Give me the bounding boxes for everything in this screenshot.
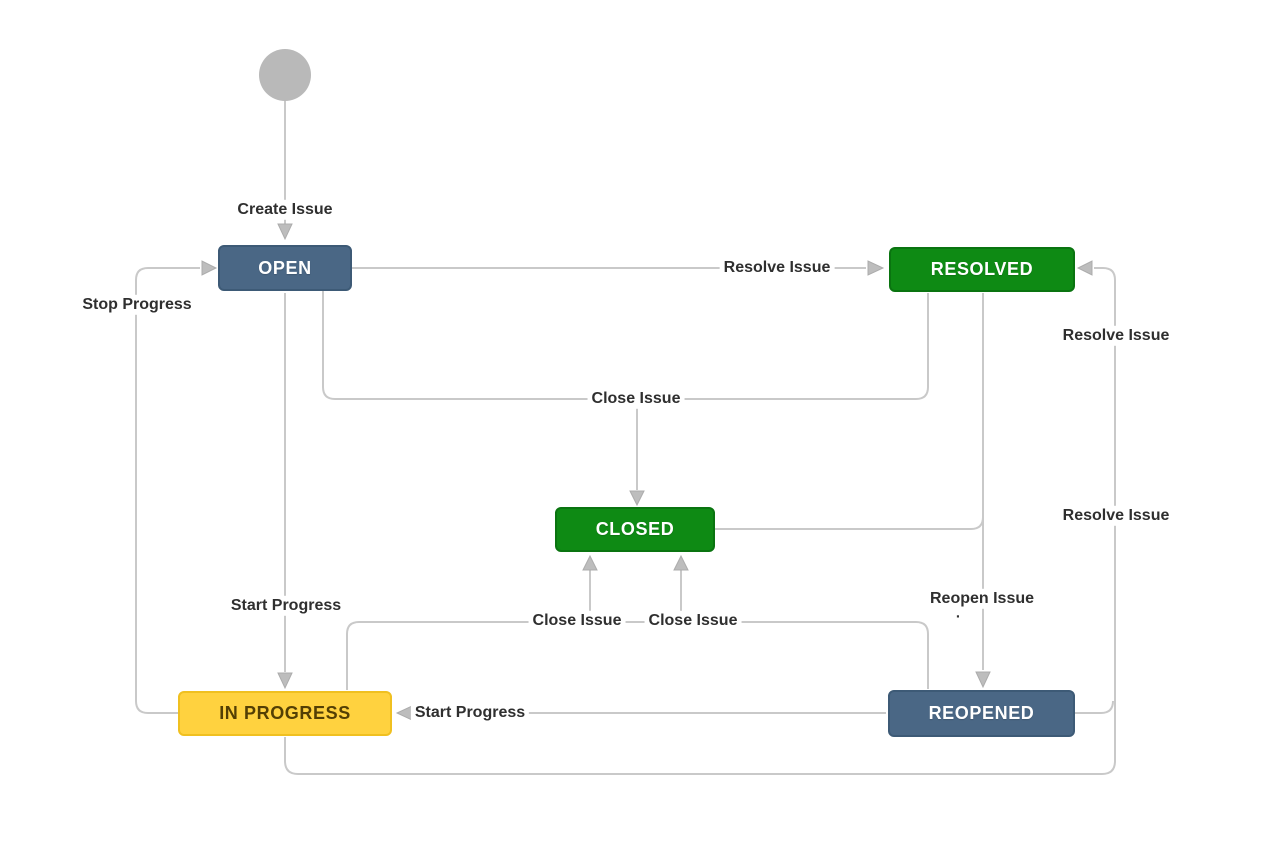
arrowhead-into-resolved-left xyxy=(867,260,885,276)
arrowhead-into-open-top xyxy=(277,223,293,241)
transition-label-start-progress-open: Start Progress xyxy=(226,595,346,617)
arrowhead-into-closed-bottom-right xyxy=(673,554,689,571)
transition-label-close-issue-shared: Close Issue xyxy=(587,388,685,410)
status-node-reopened-label: REOPENED xyxy=(928,703,1035,723)
edge-close-issue-rail-line xyxy=(346,621,929,690)
arrowhead-into-reopened-top xyxy=(975,671,991,689)
status-node-closed[interactable]: CLOSED xyxy=(555,507,715,552)
transition-label-reopen-issue: Reopen Issue xyxy=(925,588,1039,610)
status-node-in-progress[interactable]: IN PROGRESS xyxy=(178,691,392,736)
arrowhead-into-resolved-right xyxy=(1076,260,1093,276)
edge-close-issue-shared-line xyxy=(322,291,929,400)
status-node-reopened[interactable]: REOPENED xyxy=(888,690,1075,737)
arrowhead-into-inprogress-top xyxy=(277,672,293,690)
status-node-open[interactable]: OPEN xyxy=(218,245,352,291)
transition-label-close-issue-inprogress: Close Issue xyxy=(528,610,626,632)
transition-label-close-issue-reopened: Close Issue xyxy=(644,610,742,632)
arrowhead-into-open-left xyxy=(201,260,218,276)
status-node-resolved-label: RESOLVED xyxy=(930,259,1034,279)
arrowhead-into-inprogress-right xyxy=(395,705,413,721)
transition-label-stop-progress: Stop Progress xyxy=(78,294,196,316)
status-node-open-label: OPEN xyxy=(258,257,312,278)
status-node-in-progress-label: IN PROGRESS xyxy=(219,703,351,723)
start-node-circle[interactable] xyxy=(259,49,311,101)
transition-label-start-progress-reopened: Start Progress xyxy=(410,702,530,724)
transition-label-create-issue: Create Issue xyxy=(233,199,337,221)
arrowhead-into-closed-bottom-left xyxy=(582,554,598,571)
transition-label-resolve-issue-open: Resolve Issue xyxy=(719,257,835,279)
status-node-resolved[interactable]: RESOLVED xyxy=(889,247,1075,292)
edge-resolve-issue-reopened-connector xyxy=(1075,700,1114,714)
transition-label-resolve-issue-reopened: Resolve Issue xyxy=(1058,325,1174,347)
edge-reopen-issue-closed-connector xyxy=(715,516,984,530)
transition-label-resolve-issue-inprogress: Resolve Issue xyxy=(1058,505,1174,527)
edge-stop-progress-line xyxy=(135,267,200,714)
edge-resolve-issue-rail-line xyxy=(284,267,1116,775)
reopen-label-stray-dot: . xyxy=(955,604,961,622)
arrowhead-into-closed-top xyxy=(629,490,645,507)
status-node-closed-label: CLOSED xyxy=(595,519,675,539)
